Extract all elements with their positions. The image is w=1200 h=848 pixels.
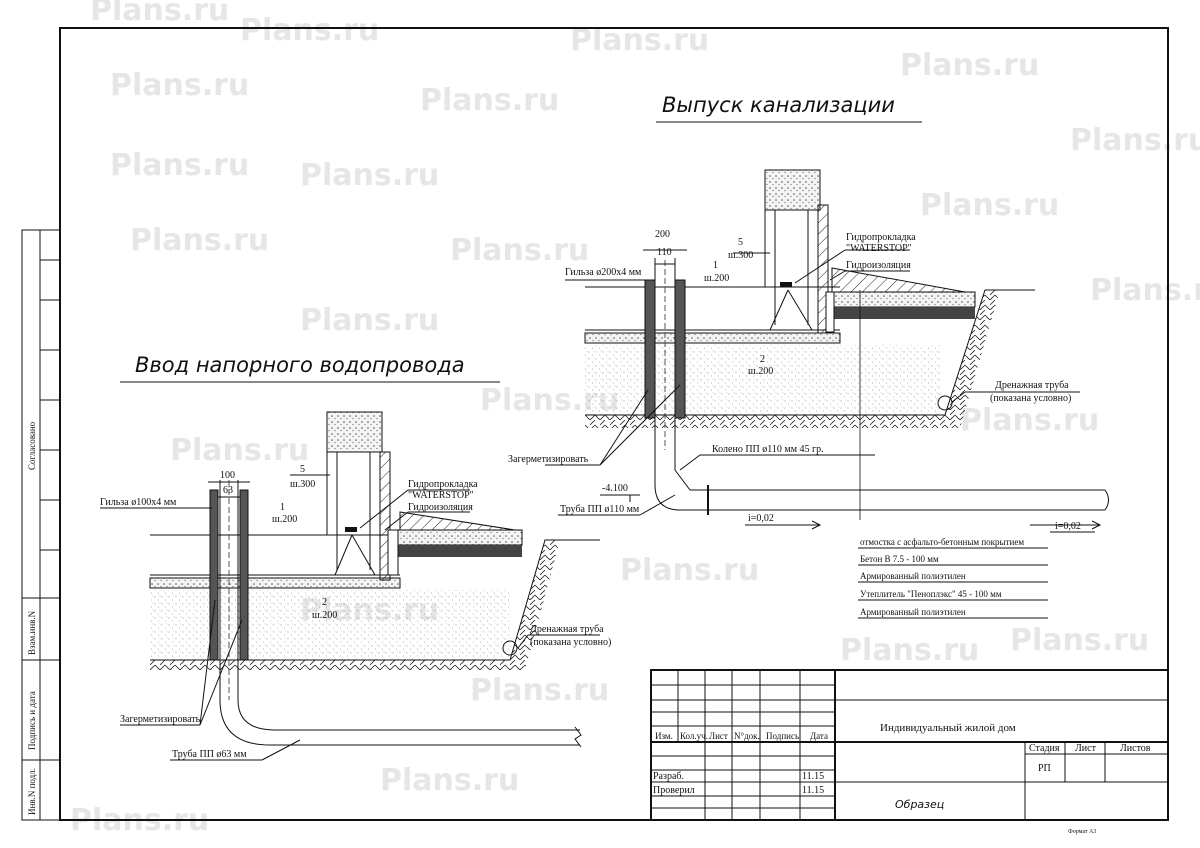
stage-header: Стадия — [1029, 743, 1060, 754]
checked-label: Проверил — [653, 785, 695, 796]
header-sheet: Лист — [709, 731, 728, 741]
layer-item: отмостка с асфальто-бетонным покрытием — [860, 537, 1024, 547]
water-rebar2-step: ш.200 — [312, 610, 337, 621]
replaced-inv-label: Взам.инв.N — [27, 610, 37, 655]
sewer-waterstop-2: "WATERSTOP" — [846, 243, 912, 254]
developed-label: Разраб. — [653, 771, 684, 782]
header-count: Кол.уч. — [680, 731, 708, 741]
sheets-header: Листов — [1120, 743, 1151, 754]
signature-date-label: Подпись и дата — [27, 691, 37, 750]
svg-text:Plans.ru: Plans.ru — [960, 403, 1099, 438]
sewer-slope-1: i=0,02 — [748, 513, 774, 524]
svg-text:Plans.ru: Plans.ru — [840, 633, 979, 668]
water-sleeve-label: Гильза ø100х4 мм — [100, 497, 177, 508]
svg-text:Plans.ru: Plans.ru — [1090, 273, 1200, 308]
svg-text:Plans.ru: Plans.ru — [110, 148, 249, 183]
side-stamp: Согласовано Взам.инв.N Подпись и дата Ин… — [21, 229, 61, 821]
water-rebar1-step: ш.200 — [272, 514, 297, 525]
sewer-slope-2: i=0,02 — [1055, 521, 1081, 532]
svg-text:Plans.ru: Plans.ru — [110, 68, 249, 103]
water-waterstop-1: Гидропрокладка — [408, 479, 478, 490]
sewer-rebar2-step: ш.200 — [748, 366, 773, 377]
sheet-name: Образец — [895, 798, 944, 811]
slope-arrow-icon — [1030, 520, 1102, 530]
header-date: Дата — [810, 731, 828, 741]
svg-text:Plans.ru: Plans.ru — [920, 188, 1059, 223]
developed-date: 11.15 — [802, 771, 824, 782]
svg-text:Plans.ru: Plans.ru — [300, 158, 439, 193]
water-rebar5-step: ш.300 — [290, 479, 315, 490]
sewer-elbow-label: Колено ПП ø110 мм 45 гр. — [712, 444, 824, 455]
project-name: Индивидуальный жилой дом — [880, 722, 1016, 734]
header-signature: Подпись — [766, 731, 799, 741]
header-change: Изм. — [655, 731, 673, 741]
svg-text:Plans.ru: Plans.ru — [170, 433, 309, 468]
sewer-rebar2: 2 — [760, 354, 765, 365]
agreed-label: Согласовано — [27, 421, 37, 470]
sewer-pipe-label: Труба ПП ø110 мм — [560, 504, 640, 515]
svg-text:Plans.ru: Plans.ru — [90, 0, 229, 28]
slope-arrow-icon — [745, 520, 822, 530]
sewer-rebar1: 1 — [713, 260, 718, 271]
layers-callout: отмостка с асфальто-бетонным покрытием Б… — [860, 537, 1024, 617]
inv-original-label: Инв.N подл. — [27, 768, 37, 815]
water-waterstop-2: "WATERSTOP" — [408, 490, 474, 501]
water-dim-outer: 100 — [220, 470, 235, 481]
svg-text:Plans.ru: Plans.ru — [620, 553, 759, 588]
svg-text:Plans.ru: Plans.ru — [1070, 123, 1200, 158]
svg-text:Plans.ru: Plans.ru — [450, 233, 589, 268]
svg-text:Plans.ru: Plans.ru — [130, 223, 269, 258]
header-doc-no: N°док. — [734, 731, 760, 741]
sewer-dim-outer: 200 — [655, 229, 670, 240]
svg-text:Plans.ru: Plans.ru — [380, 763, 519, 798]
sewer-outlet-detail — [545, 169, 1109, 619]
sewer-title: Выпуск канализации — [662, 93, 895, 117]
sewer-sleeve-label: Гильза ø200х4 мм — [565, 267, 642, 278]
water-drain-2: (показана условно) — [530, 637, 611, 648]
sewer-rebar5-step: ш.300 — [728, 250, 753, 261]
sewer-drain-1: Дренажная труба — [995, 380, 1069, 391]
sheet-header: Лист — [1075, 743, 1097, 754]
sewer-waterproofing: Гидроизоляция — [846, 260, 911, 271]
layer-item: Армированный полиэтилен — [860, 607, 966, 617]
water-rebar2: 2 — [322, 597, 327, 608]
water-drain-1: Дренажная труба — [530, 624, 604, 635]
svg-text:Plans.ru: Plans.ru — [300, 303, 439, 338]
water-waterproofing: Гидроизоляция — [408, 502, 473, 513]
drain-pipe-icon — [937, 395, 953, 411]
layer-item: Утеплитель "Пеноплэкс" 45 - 100 мм — [860, 589, 1002, 599]
svg-text:Plans.ru: Plans.ru — [900, 48, 1039, 83]
water-rebar1: 1 — [280, 502, 285, 513]
svg-text:Plans.ru: Plans.ru — [470, 673, 609, 708]
format-label: Формат А3 — [1068, 829, 1096, 835]
sewer-rebar5: 5 — [738, 237, 743, 248]
water-title: Ввод напорного водопровода — [135, 353, 465, 377]
checked-date: 11.15 — [802, 785, 824, 796]
svg-text:Plans.ru: Plans.ru — [1010, 623, 1149, 658]
svg-text:Plans.ru: Plans.ru — [420, 83, 559, 118]
water-seal-label: Загерметизировать — [120, 714, 201, 725]
sewer-dim-inner: 110 — [657, 247, 672, 258]
sewer-level: -4.100 — [602, 483, 628, 494]
water-rebar5: 5 — [300, 464, 305, 475]
water-inlet-detail — [100, 411, 600, 761]
layer-item: Армированный полиэтилен — [860, 571, 966, 581]
title-block — [650, 669, 1169, 821]
water-pipe-label: Труба ПП ø63 мм — [172, 749, 247, 760]
layer-item: Бетон В 7.5 - 100 мм — [860, 554, 939, 564]
svg-text:Plans.ru: Plans.ru — [240, 13, 379, 48]
water-dim-inner: 63 — [223, 485, 233, 496]
stage-value: РП — [1038, 763, 1051, 774]
sewer-waterstop-1: Гидропрокладка — [846, 232, 916, 243]
sewer-seal-label: Загерметизировать — [508, 454, 589, 465]
sewer-rebar1-step: ш.200 — [704, 273, 729, 284]
drain-pipe-icon — [502, 640, 518, 656]
sewer-drain-2: (показана условно) — [990, 393, 1071, 404]
